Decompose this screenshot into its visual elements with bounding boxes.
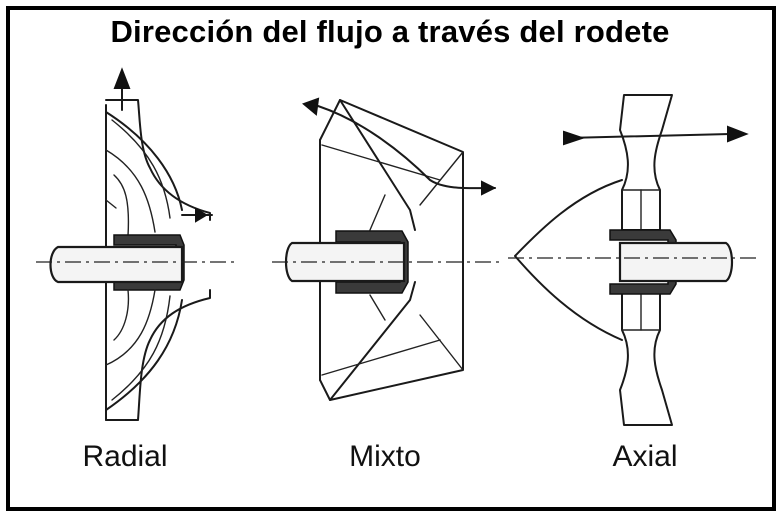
mixto-flow-path — [317, 105, 496, 190]
axial-lower-blade — [619, 291, 673, 426]
axial-arrow-head-icon — [727, 125, 749, 143]
radial-shaft — [49, 245, 184, 284]
mixto-impeller-drawing — [272, 97, 500, 401]
caption-mixto: Mixto — [349, 440, 421, 473]
figure-title: Dirección del flujo a través del rodete — [110, 14, 670, 49]
axial-flow-arrow — [565, 133, 731, 139]
axial-nose-cone — [514, 179, 623, 341]
mixto-arrow-head-icon — [302, 97, 320, 116]
axial-hub — [609, 229, 677, 295]
radial-impeller-drawing — [36, 67, 236, 421]
axial-upper-blade — [619, 94, 673, 231]
caption-radial: Radial — [82, 440, 168, 473]
radial-arrow-head-icon — [113, 67, 131, 89]
radial-hub — [113, 234, 185, 291]
axial-impeller-drawing — [508, 94, 760, 426]
axial-shaft — [618, 241, 734, 283]
caption-axial: Axial — [612, 440, 678, 473]
